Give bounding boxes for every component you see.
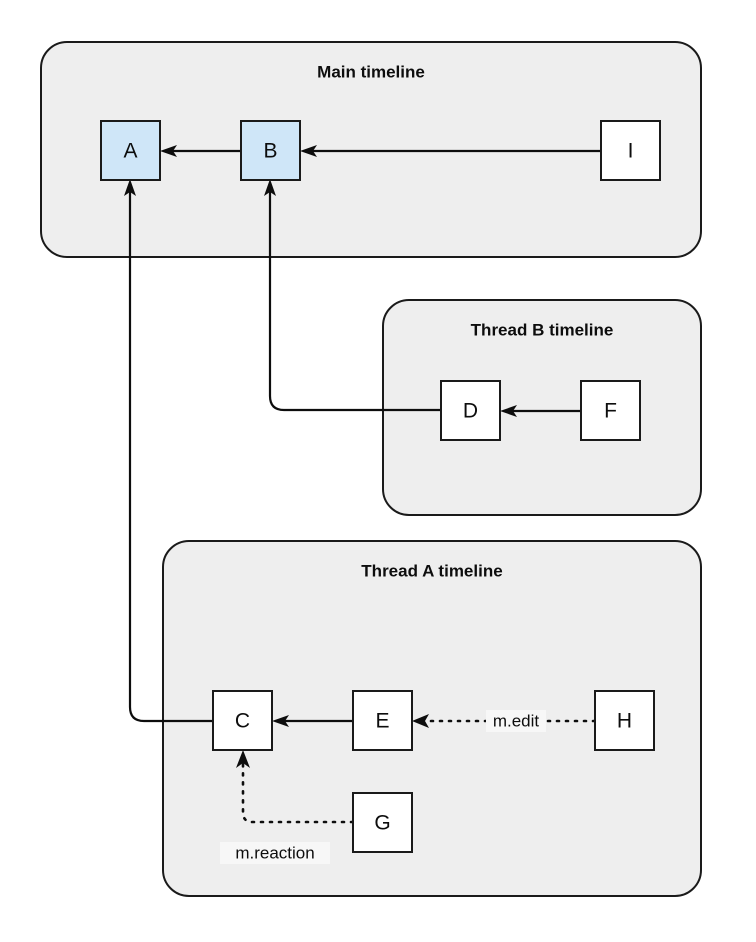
node-i-box	[600, 120, 661, 181]
node-d[interactable]: D	[440, 380, 501, 441]
edge-f-to-d[interactable]	[500, 405, 581, 417]
edge-d-to-b-arrowhead	[264, 179, 276, 196]
group-thread-a-timeline-title: Thread A timeline	[361, 561, 502, 580]
group-main-timeline-box	[40, 41, 702, 258]
node-f-box	[580, 380, 641, 441]
edge-f-to-d-arrowhead	[500, 405, 517, 417]
edge-b-to-a-arrowhead	[160, 145, 177, 157]
edge-g-to-c-line	[241, 761, 355, 824]
edge-i-to-b[interactable]	[300, 145, 601, 157]
node-a-label: A	[123, 140, 137, 163]
node-c-box	[212, 690, 273, 751]
edge-e-to-c[interactable]	[272, 715, 353, 727]
group-thread-b-timeline-title: Thread B timeline	[471, 320, 614, 339]
node-c-label: C	[235, 710, 250, 733]
node-a-box	[100, 120, 161, 181]
edge-g-to-c-label-background	[220, 842, 330, 864]
node-c[interactable]: C	[212, 690, 273, 751]
group-main-timeline[interactable]: Main timeline	[40, 41, 702, 258]
edge-c-to-a-arrowhead	[124, 179, 136, 196]
edge-d-to-b-line	[268, 192, 441, 412]
node-f-label: F	[604, 400, 617, 423]
node-h-box	[594, 690, 655, 751]
edge-c-to-a[interactable]	[124, 179, 213, 723]
node-i[interactable]: I	[600, 120, 661, 181]
group-thread-a-timeline-box	[162, 540, 702, 897]
group-thread-a-timeline[interactable]: Thread A timeline	[162, 540, 702, 897]
group-thread-b-timeline-box	[382, 299, 702, 516]
node-a[interactable]: A	[100, 120, 161, 181]
edge-e-to-c-arrowhead	[272, 715, 289, 727]
group-thread-b-timeline[interactable]: Thread B timeline	[382, 299, 702, 516]
node-h[interactable]: H	[594, 690, 655, 751]
node-i-label: I	[628, 140, 634, 163]
edge-h-to-e-arrowhead	[412, 714, 429, 728]
node-d-box	[440, 380, 501, 441]
edge-h-to-e-label: m.edit	[493, 711, 540, 730]
group-main-timeline-title: Main timeline	[317, 62, 425, 81]
edge-i-to-b-arrowhead	[300, 145, 317, 157]
node-b-box	[240, 120, 301, 181]
node-g-label: G	[374, 812, 390, 835]
node-b[interactable]: B	[240, 120, 301, 181]
node-g-box	[352, 792, 413, 853]
edge-c-to-a-line	[128, 192, 213, 723]
edge-d-to-b[interactable]	[264, 179, 441, 412]
node-b-label: B	[263, 140, 277, 163]
node-e[interactable]: E	[352, 690, 413, 751]
node-f[interactable]: F	[580, 380, 641, 441]
edge-b-to-a[interactable]	[160, 145, 241, 157]
node-e-box	[352, 690, 413, 751]
node-h-label: H	[617, 710, 632, 733]
node-e-label: E	[375, 710, 389, 733]
edge-h-to-e-label-background	[486, 710, 546, 732]
node-d-label: D	[463, 400, 478, 423]
edge-g-to-c-arrowhead	[236, 750, 250, 768]
edge-g-to-c[interactable]: m.reaction	[220, 750, 355, 864]
edge-h-to-e[interactable]: m.edit	[412, 710, 597, 732]
node-g[interactable]: G	[352, 792, 413, 853]
edge-g-to-c-label: m.reaction	[235, 843, 314, 862]
